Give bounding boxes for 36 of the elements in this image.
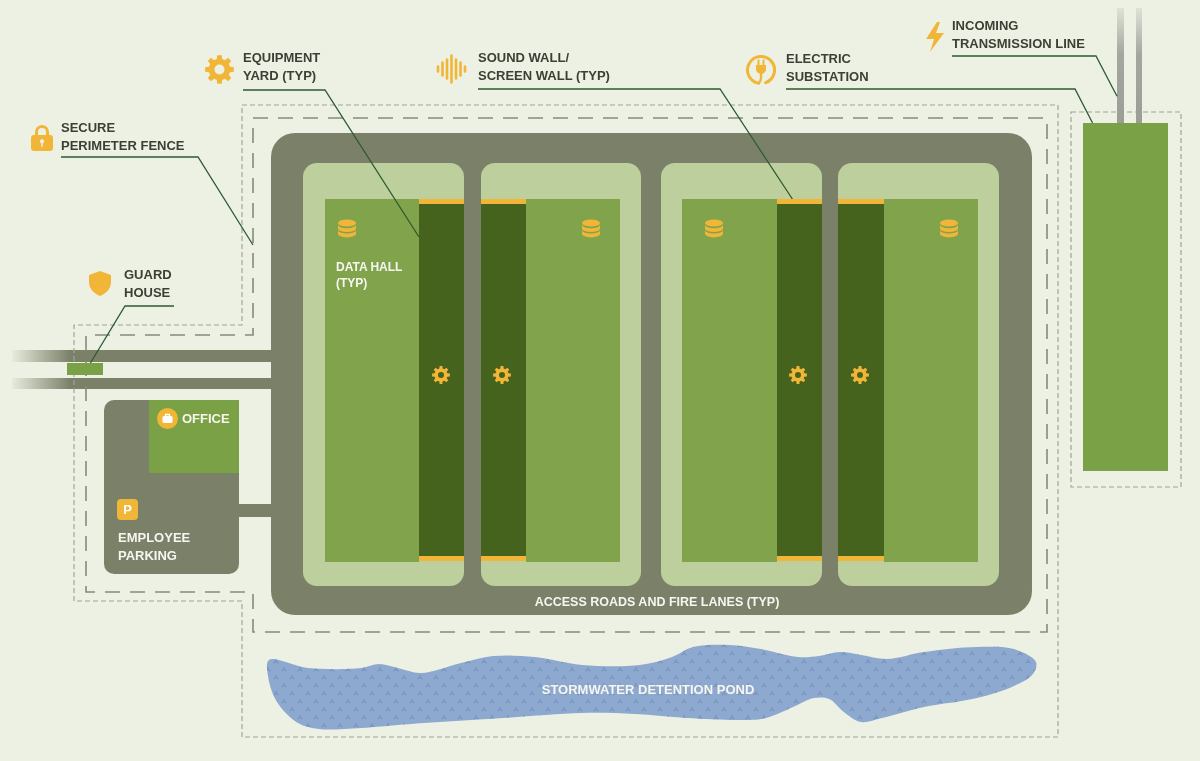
parking-lot: [104, 400, 239, 574]
parking-sign: P: [117, 499, 138, 520]
leader-line: [951, 55, 1118, 97]
building-pad: [303, 163, 464, 586]
pond-label: STORMWATER DETENTION POND: [541, 681, 755, 698]
guard-house: [67, 363, 103, 375]
building-pad: [838, 163, 999, 586]
data-hall: [325, 199, 419, 562]
leader-line: [785, 88, 1094, 124]
callout-label: INCOMING TRANSMISSION LINE: [952, 17, 1085, 53]
office-building: [149, 400, 239, 473]
access-road: [271, 133, 1032, 615]
callout-label: SOUND WALL/ SCREEN WALL (TYP): [478, 49, 610, 85]
building-pad: [481, 163, 641, 586]
sound-wall-strip: [777, 199, 822, 204]
parking-label: EMPLOYEE PARKING: [118, 529, 191, 565]
leader-line: [477, 88, 793, 200]
data-hall-label: DATA HALL (TYP): [336, 258, 403, 291]
callout-label: SECURE PERIMETER FENCE: [61, 119, 185, 155]
data-hall: [884, 199, 978, 562]
leader-line: [60, 156, 254, 246]
callout-label: ELECTRIC SUBSTATION: [786, 50, 869, 86]
office-label: OFFICE: [182, 410, 230, 428]
equipment-yard: [481, 204, 526, 556]
leader-line: [242, 89, 420, 238]
equipment-yard: [777, 204, 822, 556]
building-pad: [661, 163, 822, 586]
data-hall: [526, 199, 620, 562]
transmission-cables: [1117, 8, 1142, 123]
callout-label: EQUIPMENT YARD (TYP): [243, 49, 321, 85]
equipment-yard: [419, 204, 464, 556]
callout-label: GUARD HOUSE: [124, 266, 172, 302]
substation-yard: [1083, 123, 1168, 471]
data-hall: [682, 199, 777, 562]
equipment-yard: [838, 204, 884, 556]
road-label: ACCESS ROADS AND FIRE LANES (TYP): [534, 594, 780, 610]
